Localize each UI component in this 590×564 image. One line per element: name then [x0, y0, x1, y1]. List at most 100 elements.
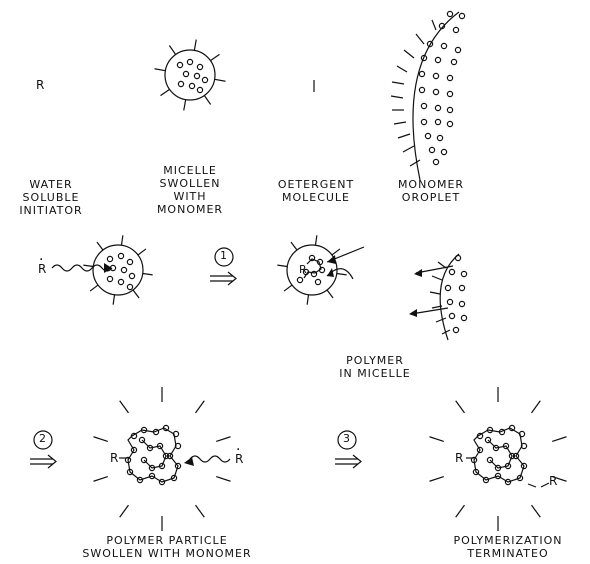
detergent-tail	[143, 273, 153, 274]
monomer-dot	[183, 71, 188, 76]
monomer-dot	[459, 285, 464, 290]
monomer-dot	[178, 81, 183, 86]
monomer-dot	[441, 43, 446, 48]
detergent-tail	[113, 295, 114, 305]
micelle-swollen-icon	[155, 40, 226, 111]
monomer-dot	[419, 71, 424, 76]
monomer-dot	[455, 255, 460, 260]
monomer-dot	[177, 62, 182, 67]
monomer-dot	[447, 11, 452, 16]
monomer-dot	[121, 267, 126, 272]
detergent-tail	[90, 285, 98, 291]
detergent-tick	[403, 146, 414, 152]
detergent-tail	[83, 265, 93, 266]
monomer-dot	[429, 147, 434, 152]
monomer-dot	[421, 103, 426, 108]
step3-number: 3	[343, 432, 350, 445]
detergent-ray	[456, 401, 465, 413]
detergent-tick	[436, 318, 446, 322]
monomer-dot	[451, 59, 456, 64]
monomer-dot	[187, 59, 192, 64]
detergent-tail	[315, 235, 316, 245]
label-detergent: OETERGENT MOLECULE	[264, 178, 368, 204]
detergent-tail	[204, 95, 210, 104]
radical-wavy-arrow-1	[52, 263, 112, 273]
detergent-tail	[215, 79, 226, 81]
detergent-tail	[284, 285, 292, 291]
monomer-dot	[297, 277, 302, 282]
step1-number: 1	[220, 249, 227, 262]
detergent-tick	[404, 50, 414, 58]
monomer-dot	[453, 327, 458, 332]
r-terminated-right: R	[549, 474, 557, 488]
detergent-tail	[332, 249, 340, 255]
detergent-tick	[410, 160, 420, 166]
detergent-tail	[194, 40, 196, 51]
monomer-dot	[433, 73, 438, 78]
detergent-tail	[97, 242, 103, 250]
label-droplet: MONOMER OROPLET	[386, 178, 476, 204]
detergent-ray	[196, 505, 205, 517]
monomer-dot	[311, 271, 316, 276]
r-terminated-left: R	[455, 451, 463, 465]
monomer-dot	[437, 135, 442, 140]
step2-number: 2	[39, 432, 46, 445]
monomer-dot	[197, 87, 202, 92]
monomer-dot	[129, 273, 134, 278]
terminated-polymer-icon	[430, 387, 567, 531]
detergent-ray	[532, 505, 541, 517]
monomer-dot	[459, 301, 464, 306]
detergent-tail	[307, 295, 308, 305]
monomer-dot	[433, 89, 438, 94]
detergent-tail	[169, 46, 175, 55]
monomer-dot	[189, 83, 194, 88]
detergent-tick	[398, 134, 410, 138]
monomer-dot	[421, 119, 426, 124]
detergent-ray	[120, 505, 129, 517]
detergent-tail	[161, 89, 170, 95]
monomer-droplet-diffusing-icon	[409, 254, 467, 340]
detergent-tick	[392, 82, 404, 84]
radical-dot: ·	[39, 252, 43, 268]
monomer-dot	[447, 75, 452, 80]
detergent-tail	[327, 290, 333, 298]
detergent-ray	[430, 437, 444, 442]
detergent-tail	[155, 69, 166, 71]
detergent-ray	[552, 437, 566, 442]
monomer-droplet-icon	[391, 11, 465, 180]
monomer-dot	[449, 269, 454, 274]
label-polymer-in-micelle: POLYMER IN MICELLE	[320, 354, 430, 380]
label-micelle: MICELLE SWOLLEN WITH MONOMER	[140, 164, 240, 216]
detergent-ray	[216, 477, 230, 482]
monomer-dot	[202, 77, 207, 82]
monomer-dot	[435, 105, 440, 110]
detergent-tick	[391, 96, 403, 98]
monomer-dot	[441, 149, 446, 154]
monomer-dot	[127, 259, 132, 264]
r-in-micelle: R	[299, 263, 307, 276]
monomer-dot	[459, 13, 464, 18]
monomer-dot	[447, 121, 452, 126]
detergent-tail	[121, 235, 122, 245]
detergent-tick	[430, 292, 440, 294]
monomer-dot	[127, 284, 132, 289]
detergent-tail	[277, 265, 287, 266]
monomer-dot	[461, 315, 466, 320]
monomer-dot	[118, 279, 123, 284]
detergent-tick	[397, 66, 407, 72]
detergent-tail	[291, 242, 297, 250]
monomer-dot	[455, 47, 460, 52]
monomer-dot	[107, 276, 112, 281]
monomer-dot	[419, 87, 424, 92]
monomer-dot	[447, 91, 452, 96]
monomer-dot	[447, 299, 452, 304]
detergent-ray	[94, 437, 108, 442]
monomer-dot	[107, 256, 112, 261]
detergent-ray	[120, 401, 129, 413]
detergent-ray	[532, 401, 541, 413]
detergent-ray	[216, 437, 230, 442]
monomer-dot	[449, 313, 454, 318]
detergent-tail	[138, 249, 146, 255]
monomer-dot	[447, 107, 452, 112]
micelle-before-icon	[83, 235, 152, 304]
